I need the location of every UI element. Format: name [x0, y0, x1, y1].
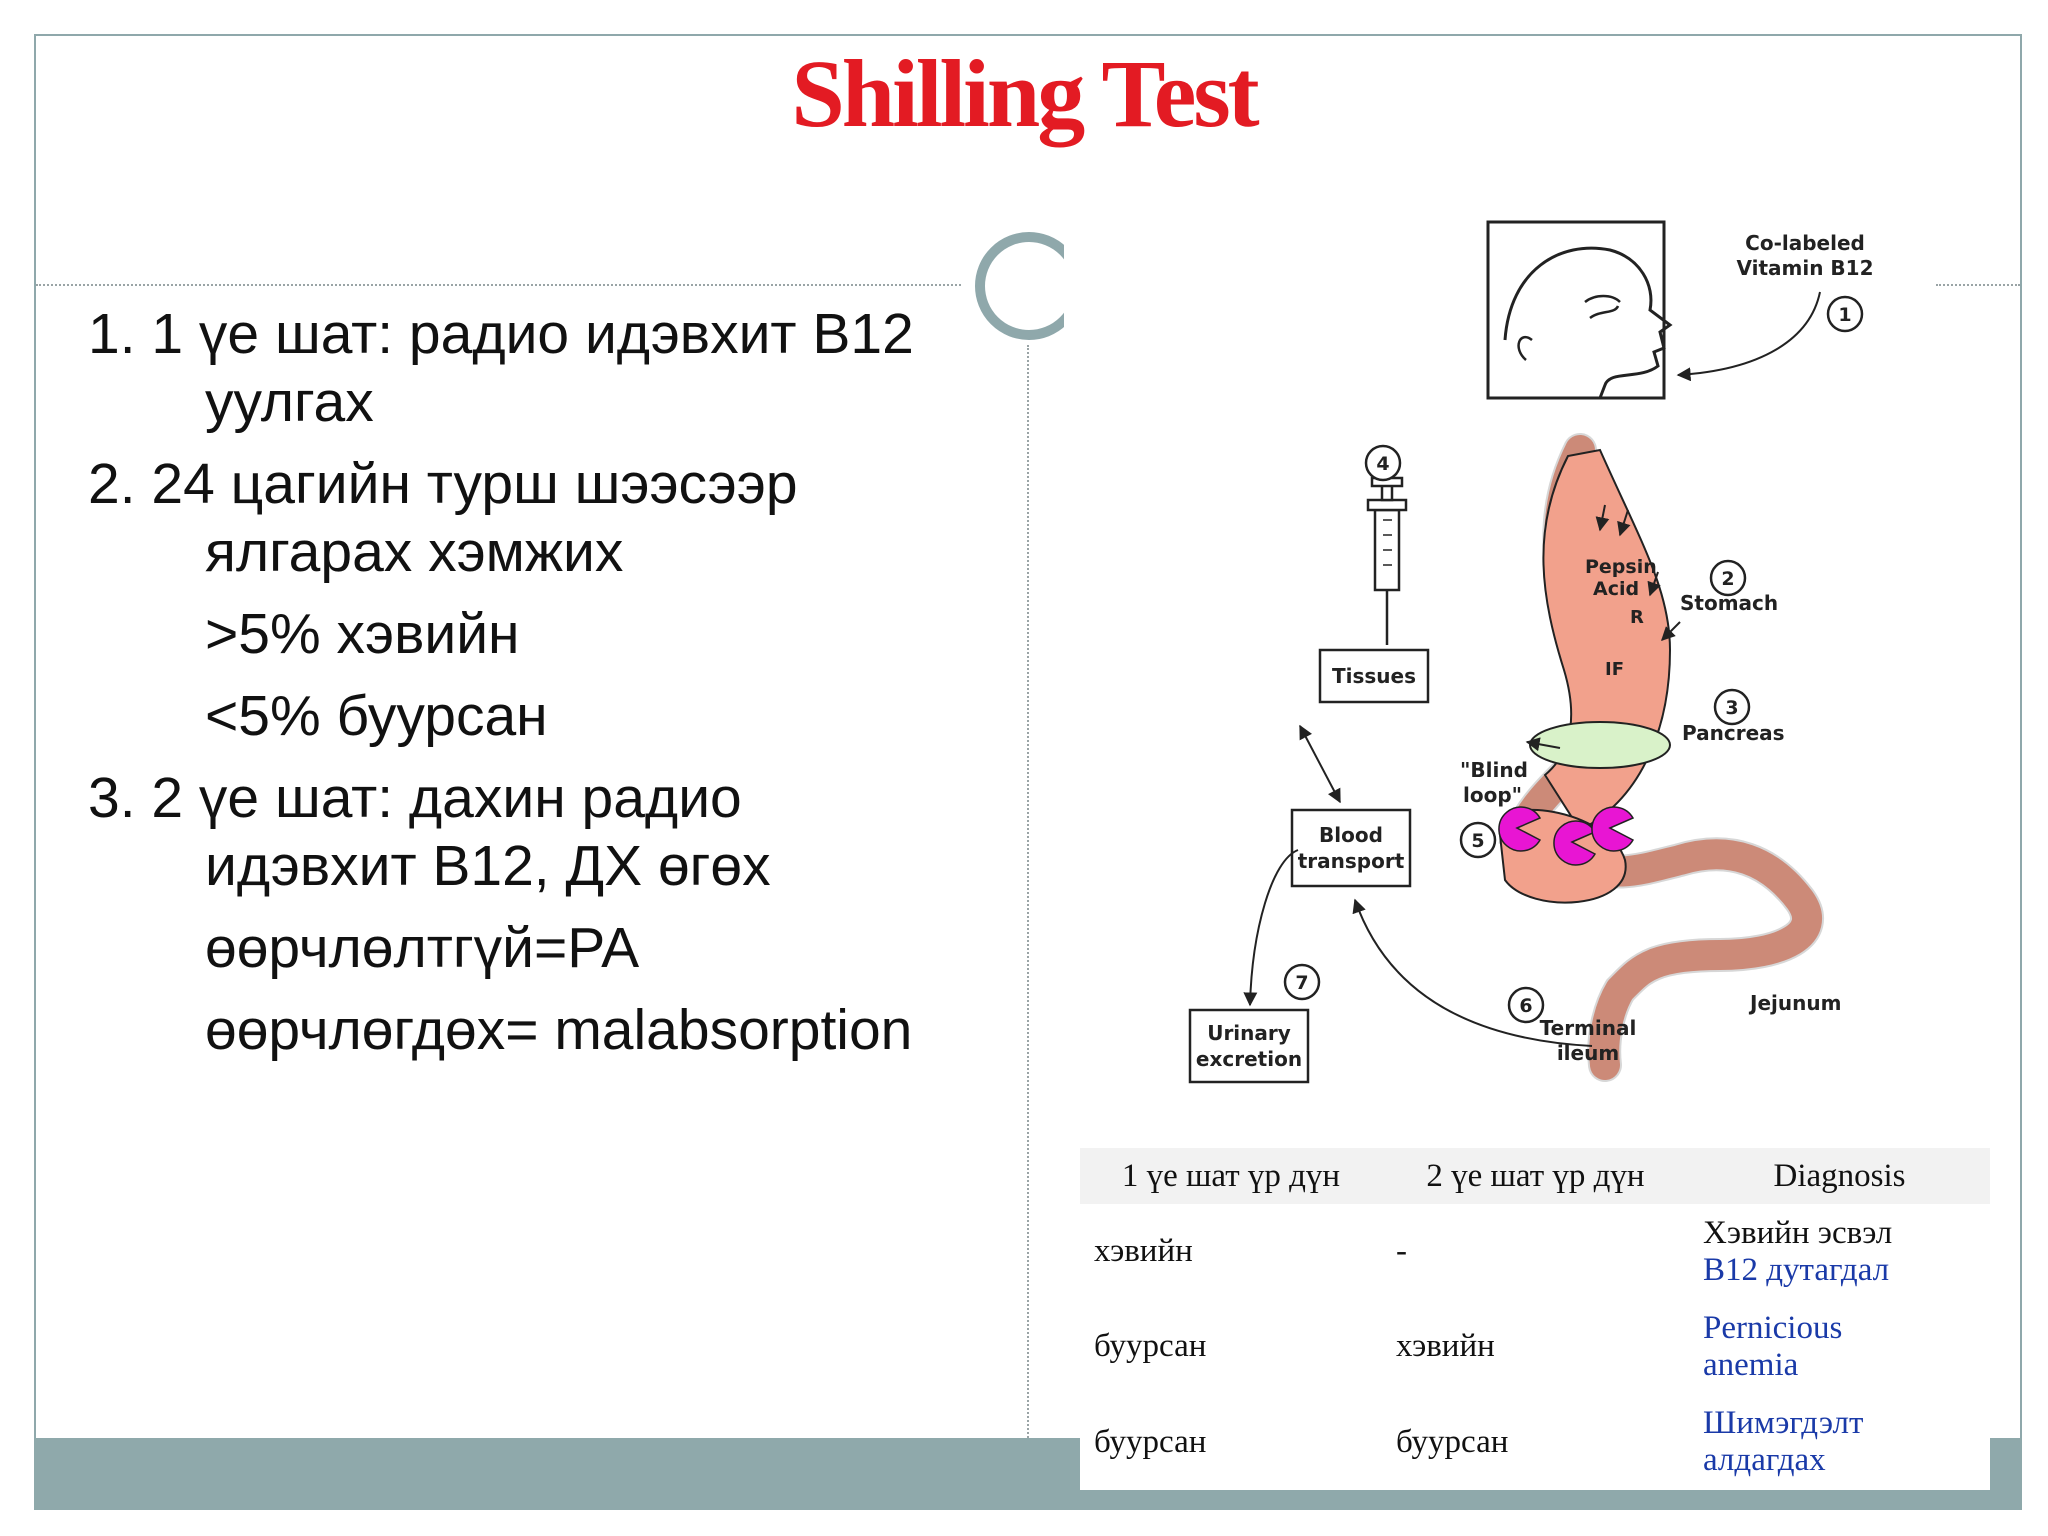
secretion-arrow [1661, 621, 1681, 641]
svg-text:1: 1 [1838, 304, 1851, 326]
step-1-line1: 1. 1 үе шат: радио идэвхит B12 [88, 302, 914, 366]
tissue-blood-arrow [1299, 724, 1341, 804]
svg-text:2: 2 [1721, 568, 1734, 590]
secretion-arrow [1647, 571, 1661, 597]
steps-list: 1. 1 үе шат: радио идэвхит B12 уулгах 2.… [88, 300, 988, 1078]
tissues-box [1318, 648, 1430, 704]
head-box [1486, 220, 1666, 400]
bacteria-icon [1591, 806, 1635, 852]
step-3-line1: 3. 2 үе шат: дахин радио [88, 766, 742, 830]
marker-5: 5 [1459, 821, 1497, 859]
divider-right [1936, 284, 2020, 286]
step-1-line2: уулгах [205, 370, 374, 434]
divider-vertical [1027, 345, 1029, 1438]
syringe-icon [1366, 476, 1408, 645]
bacteria-icon [1553, 820, 1597, 866]
svg-text:4: 4 [1376, 453, 1389, 475]
head-profile-icon [1503, 246, 1673, 399]
pepsin-label: Pepsin [1585, 556, 1657, 578]
step-3-sub-1: өөрчлөлтгүй=PA [205, 916, 640, 980]
r-label: R [1630, 607, 1644, 628]
svg-text:3: 3 [1725, 697, 1738, 719]
step-3-line2: идэвхит B12, ДХ өгөх [205, 834, 771, 898]
ring-mask [1064, 220, 1108, 350]
table-row: хэвийн - Хэвийн эсвэл B12 дутагдал [1080, 1204, 1990, 1299]
step-2: 2. 24 цагийн турш шээсээр ялгарах хэмжих [88, 450, 988, 586]
stomach-shape [1542, 448, 1672, 832]
header-diagnosis: Diagnosis [1689, 1148, 1990, 1204]
results-table: 1 үе шат үр дүн 2 үе шат үр дүн Diagnosi… [1080, 1148, 1990, 1490]
marker-1: 1 [1826, 295, 1864, 333]
secretion-arrow [1617, 509, 1631, 537]
marker-3: 3 [1713, 688, 1751, 726]
table-row: буурсан буурсан Шимэгдэлт алдагдах [1080, 1395, 1990, 1490]
b12-absorption-diagram: Co-labeled Vitamin B12 Pepsin Acid R IF … [1188, 220, 1874, 1084]
absorption-arrow [1352, 898, 1593, 1047]
blind-loop-label-1: "Blind [1460, 758, 1528, 782]
step-2-sub-2: <5% буурсан [205, 684, 548, 748]
urinary-excretion-box [1188, 1008, 1310, 1084]
svg-text:7: 7 [1295, 972, 1308, 994]
cell-diagnosis: Хэвийн эсвэл B12 дутагдал [1703, 1214, 1893, 1288]
pancreas-shape [1529, 721, 1671, 769]
cell-stage-1: буурсан [1094, 1423, 1207, 1460]
acid-label: Acid [1593, 578, 1639, 600]
blood-transport-box [1290, 808, 1412, 888]
cell-stage-2: хэвийн [1396, 1328, 1495, 1365]
blood-label-2: transport [1298, 849, 1405, 873]
cell-diagnosis[interactable]: Шимэгдэлт алдагдах [1703, 1405, 1864, 1479]
eye-icon [1584, 294, 1621, 320]
if-label: IF [1605, 659, 1624, 680]
svg-text:5: 5 [1471, 830, 1484, 852]
cell-diagnosis[interactable]: Pernicious anemia [1703, 1309, 1843, 1383]
jejunum-label: Jejunum [1748, 991, 1841, 1015]
colabeled-label-1: Co-labeled [1745, 231, 1865, 255]
marker-6: 6 [1507, 986, 1545, 1024]
cell-stage-2: - [1396, 1233, 1407, 1270]
step-3-sub-2: өөрчлөгдөх= malabsorption [205, 998, 913, 1062]
divider-left [36, 284, 961, 286]
colabeled-label-2: Vitamin B12 [1736, 256, 1873, 280]
step-1: 1. 1 үе шат: радио идэвхит B12 уулгах [88, 300, 988, 436]
cell-stage-1: хэвийн [1094, 1233, 1193, 1270]
cell-stage-2: буурсан [1396, 1423, 1509, 1460]
ingestion-arrow [1676, 291, 1821, 382]
step-3: 3. 2 үе шат: дахин радио идэвхит B12, ДХ… [88, 764, 988, 900]
blind-loop-label-2: loop" [1463, 783, 1522, 807]
header-stage-2: 2 үе шат үр дүн [1382, 1148, 1689, 1204]
pancreatic-arrow [1525, 737, 1561, 752]
step-2-sub-1: >5% хэвийн [205, 602, 520, 666]
urinary-label-1: Urinary [1207, 1021, 1291, 1045]
marker-7: 7 [1283, 963, 1321, 1001]
secretion-arrow [1595, 504, 1610, 532]
svg-text:6: 6 [1519, 995, 1532, 1017]
excretion-arrow [1243, 849, 1299, 1007]
table-header-row: 1 үе шат үр дүн 2 үе шат үр дүн Diagnosi… [1080, 1148, 1990, 1204]
marker-4: 4 [1364, 444, 1402, 482]
table-row: буурсан хэвийн Pernicious anemia [1080, 1299, 1990, 1394]
blood-label-1: Blood [1319, 823, 1383, 847]
bacteria-icon [1498, 806, 1542, 852]
header-stage-1: 1 үе шат үр дүн [1080, 1148, 1382, 1204]
step-2-line2: ялгарах хэмжих [205, 520, 624, 584]
tissues-label: Tissues [1332, 664, 1416, 688]
terminal-label-1: Terminal [1540, 1016, 1637, 1040]
step-2-line1: 2. 24 цагийн турш шээсээр [88, 452, 798, 516]
urinary-label-2: excretion [1196, 1047, 1302, 1071]
cell-stage-1: буурсан [1094, 1328, 1207, 1365]
slide-title: Shilling Test [791, 40, 1259, 147]
ear-icon [1517, 335, 1533, 361]
marker-2: 2 [1709, 559, 1747, 597]
